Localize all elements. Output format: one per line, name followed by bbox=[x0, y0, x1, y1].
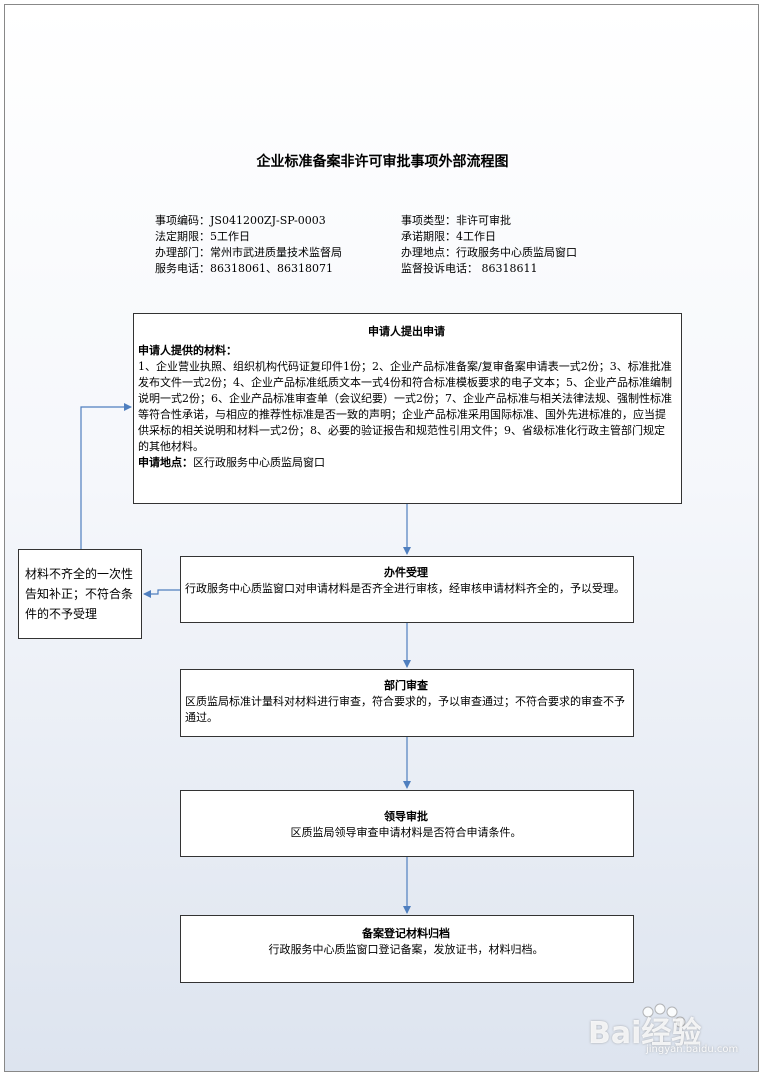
leader-heading: 领导审批 bbox=[384, 810, 428, 823]
materials-text: 1、企业营业执照、组织机构代码证复印件1份；2、企业产品标准备案/复审备案申请表… bbox=[138, 360, 672, 453]
meta-legal-term: 法定期限：5工作日 bbox=[155, 230, 250, 243]
arrow-accept-to-reject bbox=[143, 589, 180, 598]
location-label: 申请地点： bbox=[138, 456, 193, 469]
reject-text: 材料不齐全的一次性告知补正；不符合条件的不予受理 bbox=[25, 567, 134, 621]
meta-location: 办理地点：行政服务中心质监局窗口 bbox=[401, 246, 577, 259]
materials-label: 申请人提供的材料： bbox=[138, 344, 237, 357]
reject-box: 材料不齐全的一次性告知补正；不符合条件的不予受理 bbox=[18, 549, 142, 639]
apply-heading: 申请人提出申请 bbox=[368, 325, 445, 338]
apply-box: 申请人提出申请 申请人提供的材料： 1、企业营业执照、组织机构代码证复印件1份；… bbox=[133, 313, 682, 504]
accept-text: 行政服务中心质监窗口对申请材料是否齐全进行审核，经审核申请材料齐全的，予以受理。 bbox=[185, 582, 625, 595]
meta-type: 事项类型：非许可审批 bbox=[401, 214, 511, 227]
accept-box: 办件受理 行政服务中心质监窗口对申请材料是否齐全进行审核，经审核申请材料齐全的，… bbox=[180, 556, 634, 623]
watermark-brand: Bai经验 bbox=[588, 1016, 702, 1051]
meta-code: 事项编码：JS041200ZJ-SP-0003 bbox=[155, 214, 326, 227]
arrow-reject-to-apply bbox=[80, 403, 132, 549]
baidu-paw-icon bbox=[642, 1003, 686, 1028]
leader-box: 领导审批 区质监局领导审查申请材料是否符合申请条件。 bbox=[180, 790, 634, 857]
accept-heading: 办件受理 bbox=[384, 566, 428, 579]
watermark-url: jingyan.baidu.com bbox=[646, 1044, 739, 1055]
meta-phone: 服务电话：86318061、86318071 bbox=[155, 262, 333, 275]
meta-complaint-phone: 监督投诉电话： 86318611 bbox=[401, 262, 538, 275]
dept-review-box: 部门审查 区质监局标准计量科对材料进行审查，符合要求的，予以审查通过；不符合要求… bbox=[180, 669, 634, 737]
meta-department: 办理部门：常州市武进质量技术监督局 bbox=[155, 246, 342, 259]
location-text: 区行政服务中心质监局窗口 bbox=[193, 456, 325, 469]
page-frame bbox=[4, 4, 759, 1072]
archive-text: 行政服务中心质监窗口登记备案，发放证书，材料归档。 bbox=[268, 943, 544, 956]
page-title: 企业标准备案非许可审批事项外部流程图 bbox=[256, 154, 509, 170]
meta-promise-term: 承诺期限：4工作日 bbox=[401, 230, 496, 243]
meta-left: 事项编码：JS041200ZJ-SP-0003 法定期限：5工作日 办理部门：常… bbox=[155, 213, 342, 277]
archive-heading: 备案登记材料归档 bbox=[362, 927, 450, 940]
leader-text: 区质监局领导审查申请材料是否符合申请条件。 bbox=[290, 826, 522, 839]
dept-review-text: 区质监局标准计量科对材料进行审查，符合要求的，予以审查通过；不符合要求的审查不予… bbox=[185, 695, 625, 724]
meta-right: 事项类型：非许可审批 承诺期限：4工作日 办理地点：行政服务中心质监局窗口 监督… bbox=[401, 213, 577, 277]
dept-review-heading: 部门审查 bbox=[384, 679, 428, 692]
archive-box: 备案登记材料归档 行政服务中心质监窗口登记备案，发放证书，材料归档。 bbox=[180, 915, 634, 983]
